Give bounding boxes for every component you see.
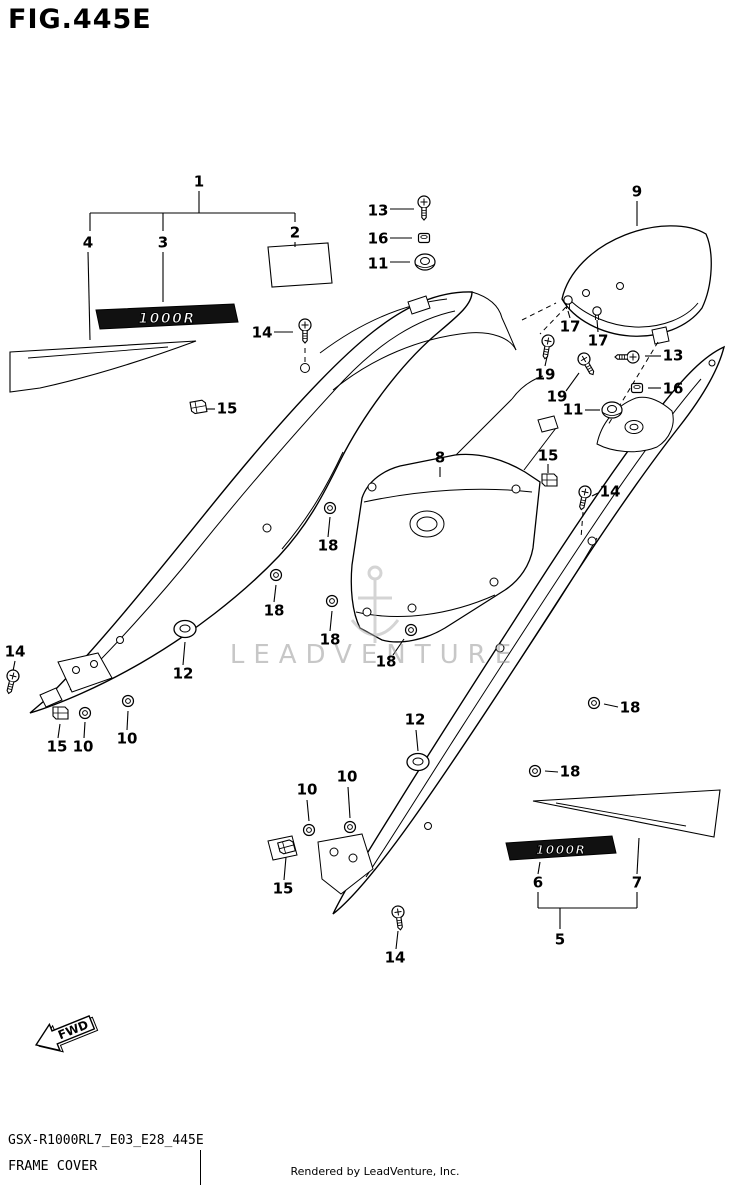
watermark-logo-icon xyxy=(350,565,400,643)
figure-title: FIG.445E xyxy=(8,4,152,35)
decal-logo-left xyxy=(95,303,239,330)
callout-18[interactable]: 18 xyxy=(263,601,285,620)
part-2-pad xyxy=(267,242,333,288)
footer-part-code: GSX-R1000RL7_E03_E28_445E xyxy=(8,1133,204,1148)
center-brace xyxy=(350,375,559,643)
callout-13[interactable]: 13 xyxy=(367,201,389,220)
callout-15[interactable]: 15 xyxy=(537,446,559,465)
decal-set-left: 1000R xyxy=(9,303,239,393)
callout-15[interactable]: 15 xyxy=(216,399,238,418)
callout-1[interactable]: 1 xyxy=(193,172,205,191)
decal-set-right: 1000R xyxy=(505,789,721,861)
callout-15[interactable]: 15 xyxy=(46,737,68,756)
left-frame-cover xyxy=(29,291,517,714)
callout-13[interactable]: 13 xyxy=(662,346,684,365)
callout-16[interactable]: 16 xyxy=(367,229,389,248)
callout-12[interactable]: 12 xyxy=(172,664,194,683)
callout-2[interactable]: 2 xyxy=(289,223,301,242)
callout-4[interactable]: 4 xyxy=(82,233,94,252)
footer-divider xyxy=(200,1150,201,1185)
decal-logo-right-text: 1000R xyxy=(536,842,586,857)
callout-18[interactable]: 18 xyxy=(317,536,339,555)
decal-logo-right xyxy=(505,835,617,861)
callout-16[interactable]: 16 xyxy=(662,379,684,398)
callout-18[interactable]: 18 xyxy=(375,652,397,671)
callout-14[interactable]: 14 xyxy=(251,323,273,342)
callout-18[interactable]: 18 xyxy=(559,762,581,781)
footer-rendered-by: Rendered by LeadVenture, Inc. xyxy=(290,1165,460,1178)
callout-19[interactable]: 19 xyxy=(546,387,568,406)
callout-10[interactable]: 10 xyxy=(72,737,94,756)
callout-18[interactable]: 18 xyxy=(619,698,641,717)
callout-18[interactable]: 18 xyxy=(319,630,341,649)
callout-11[interactable]: 11 xyxy=(562,400,584,419)
callout-5[interactable]: 5 xyxy=(554,930,566,949)
callout-14[interactable]: 14 xyxy=(4,642,26,661)
callout-17[interactable]: 17 xyxy=(559,317,581,336)
footer-figure-name: FRAME COVER xyxy=(8,1158,98,1174)
callout-14[interactable]: 14 xyxy=(599,482,621,501)
callout-15[interactable]: 15 xyxy=(272,879,294,898)
callout-8[interactable]: 8 xyxy=(434,448,446,467)
callout-14[interactable]: 14 xyxy=(384,948,406,967)
callout-10[interactable]: 10 xyxy=(336,767,358,786)
leader-lines xyxy=(12,191,661,950)
decal-stripe-left xyxy=(9,340,197,393)
callout-11[interactable]: 11 xyxy=(367,254,389,273)
decal-logo-left-text: 1000R xyxy=(138,311,195,327)
decal-stripe-right xyxy=(532,789,721,838)
callout-3[interactable]: 3 xyxy=(157,233,169,252)
callout-17[interactable]: 17 xyxy=(587,331,609,350)
callout-10[interactable]: 10 xyxy=(296,780,318,799)
callout-12[interactable]: 12 xyxy=(404,710,426,729)
callout-6[interactable]: 6 xyxy=(532,873,544,892)
callout-10[interactable]: 10 xyxy=(116,729,138,748)
callout-9[interactable]: 9 xyxy=(631,182,643,201)
callout-7[interactable]: 7 xyxy=(631,873,643,892)
callout-19[interactable]: 19 xyxy=(534,365,556,384)
